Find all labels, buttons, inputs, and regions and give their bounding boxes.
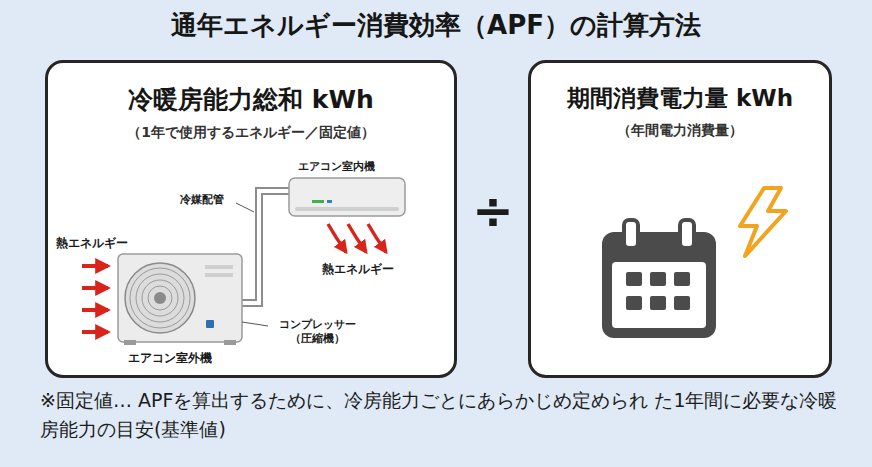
part-name: コンプレッサー （圧縮機） xyxy=(272,318,362,346)
panel-heading: 期間消費電力量 kWh xyxy=(531,83,829,114)
panel-box: 期間消費電力量 kWh （年間電力消費量） xyxy=(528,60,832,378)
part-name: 冷媒配管 xyxy=(180,193,224,207)
calendar-icon xyxy=(602,220,716,338)
refrigerant-pipe xyxy=(240,188,290,306)
panel-ground xyxy=(529,61,831,377)
heat-arrow xyxy=(82,266,108,332)
part-name: エアコン室内機 xyxy=(298,160,375,174)
panel-ground xyxy=(46,61,456,377)
outdoor-unit xyxy=(118,254,242,345)
indoor-unit xyxy=(289,178,405,216)
title: 通年エネルギー消費効率（APF）の計算方法 xyxy=(0,8,872,43)
leader-line xyxy=(236,203,268,326)
part-name: エアコン室外機 xyxy=(128,351,212,366)
heat-label: 熱エネルギー xyxy=(56,236,128,251)
heat-arrow xyxy=(328,224,386,252)
panel-heading: 冷暖房能力総和 kWh xyxy=(48,83,454,116)
note: ※固定値… APFを算出するために、冷房能力ごとにあらかじめ定められ た1年間に… xyxy=(40,386,840,443)
panel-subheading: （年間電力消費量） xyxy=(531,122,829,140)
panel-box: 冷暖房能力総和 kWh （1年で使用するエネルギー／固定値） xyxy=(45,60,457,378)
heat-label: 熱エネルギー xyxy=(322,262,394,277)
panel-subheading: （1年で使用するエネルギー／固定値） xyxy=(48,124,454,142)
divide-sign: ÷ xyxy=(472,186,514,236)
lightning-icon xyxy=(740,188,786,256)
